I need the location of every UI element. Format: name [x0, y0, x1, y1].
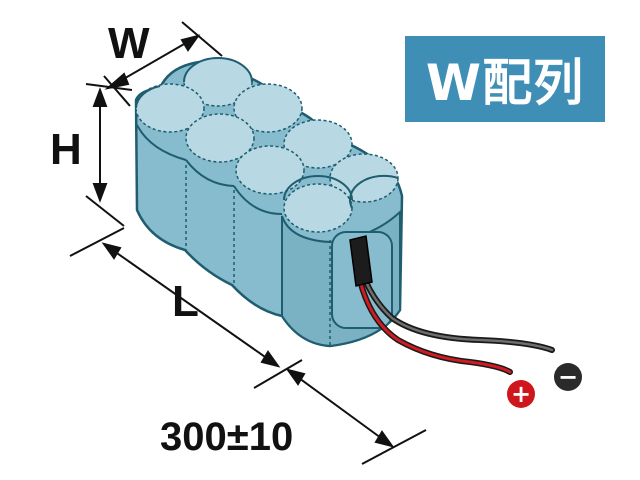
width-label: W	[108, 19, 150, 68]
length-dimension	[69, 227, 303, 389]
positive-terminal-marker: +	[507, 380, 535, 408]
width-dimension	[103, 21, 223, 107]
lead-length-dimension	[285, 368, 427, 465]
negative-terminal-marker: −	[554, 363, 582, 391]
length-label: L	[172, 277, 199, 326]
cell-top	[185, 113, 255, 163]
negative-symbol: −	[558, 363, 578, 391]
cell-top-outlines	[135, 57, 399, 209]
cell-top	[283, 119, 353, 169]
lead-length-label: 300±10	[160, 415, 293, 459]
battery-pack	[134, 57, 404, 348]
pack-waist-curves	[136, 124, 283, 215]
cell-top	[233, 83, 303, 133]
cell-top	[135, 83, 205, 133]
cell-top	[283, 183, 353, 233]
height-dimension	[85, 83, 133, 227]
lead-wires	[349, 235, 555, 375]
cell-seams	[185, 165, 331, 345]
dimension-lines	[69, 21, 427, 465]
arrangement-badge: W配列	[405, 36, 605, 122]
positive-symbol: +	[511, 380, 531, 408]
cell-top	[235, 145, 305, 195]
heat-shrink-sleeve	[349, 235, 373, 287]
height-label: H	[50, 125, 82, 174]
arrangement-badge-text: W配列	[425, 54, 585, 112]
